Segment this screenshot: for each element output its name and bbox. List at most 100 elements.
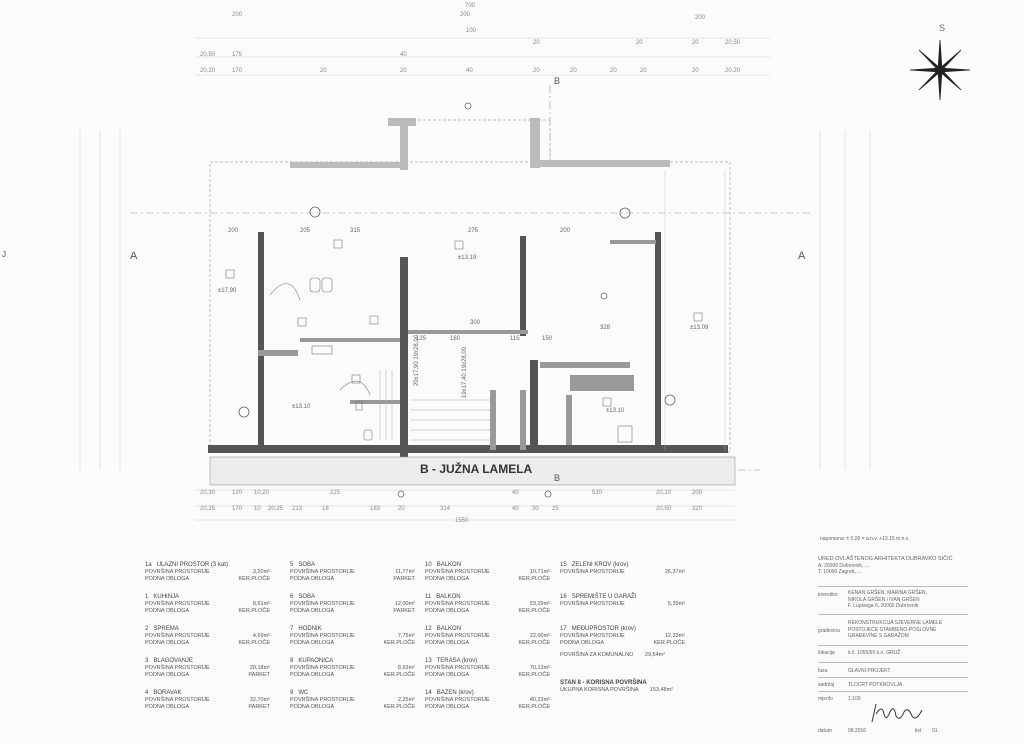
top-dim: 20 (533, 68, 540, 74)
summary-value: 153,48m² (649, 687, 674, 693)
legend-floor-label: PODNA OBLOGA (290, 576, 335, 582)
legend-num: 17 (560, 626, 567, 632)
legend-floor-value: PARKET (393, 608, 415, 614)
title-rule (818, 586, 968, 587)
legend-num: 8 (290, 658, 294, 664)
legend-room-name: ULAZNI PROSTOR (3 kat) (156, 562, 228, 568)
scale: 1:100 (848, 696, 861, 702)
title-rule (818, 645, 968, 646)
legend-area-label: POVRŠINA PROSTORIJE (290, 697, 355, 703)
top-dim: 20,50 (200, 52, 216, 58)
legend-num: 13 (425, 658, 432, 664)
legend-area-value: 32,70m² (249, 697, 270, 703)
legend-room-name: BALKON (436, 626, 462, 632)
title-rule (818, 691, 968, 692)
bottom-dim: 20,30 (200, 490, 216, 496)
legend-area-label: POVRŠINA PROSTORIJE (145, 569, 210, 575)
legend-room-name: SOBA (298, 562, 316, 568)
north-arrow-icon: S (909, 23, 971, 100)
stair-dim: 19x17,40 19x28,00 (462, 346, 468, 398)
top-dim: 20 (636, 40, 643, 46)
legend-room-name: SPREMIŠTE U GARAŽI (571, 594, 637, 600)
legend-area-label: POVRŠINA PROSTORIJE (425, 633, 490, 639)
legend-room-name: ZELENI KROV (krov) (571, 562, 629, 568)
bottom-dim: 20,25 (268, 506, 284, 512)
top-dim: 20 (640, 68, 647, 74)
top-dim: 20 (692, 40, 699, 46)
title-rule (818, 662, 968, 663)
room-dim: 205 (300, 228, 311, 234)
legend-floor-value: KER.PLOČE (518, 576, 550, 582)
legend-area-label: POVRŠINA PROSTORIJE (290, 601, 355, 607)
location-label: lokacija (818, 650, 835, 656)
axis-b-bottom: B (554, 473, 561, 483)
bottom-dim: 320 (692, 506, 703, 512)
legend-floor-label: PODNA OBLOGA (145, 704, 190, 710)
title-rule (818, 614, 968, 615)
legend-area-value: 26,37m² (664, 569, 685, 575)
comm-area-value: 29,54m² (644, 652, 666, 658)
bottom-dim: 25 (552, 506, 559, 512)
legend-area-value: 53,29m² (529, 601, 550, 607)
legend-area-label: POVRŠINA PROSTORIJE (560, 569, 625, 575)
legend-area-label: POVRŠINA PROSTORIJE (145, 697, 210, 703)
bottom-dim: 20 (398, 506, 405, 512)
room-dim: 150 (542, 336, 553, 342)
legend-floor-value: KER.PLOČE (518, 704, 550, 710)
sheet: 01 (932, 728, 938, 734)
legend-area-label: POVRŠINA PROSTORIJE (145, 665, 210, 671)
legend-area-value: 2,25m² (397, 697, 415, 703)
legend-floor-value: KER.PLOČE (383, 640, 415, 646)
top-dim: 20,20 (725, 68, 741, 74)
bottom-dim: 120 (232, 490, 243, 496)
building-label: građevina (818, 628, 840, 634)
top-dim: 20 (692, 68, 699, 74)
scale-label: mjerilo (818, 696, 833, 702)
legend-floor-label: PODNA OBLOGA (560, 640, 605, 646)
axis-side-left: J (2, 250, 6, 259)
bottom-dim: 18 (322, 506, 329, 512)
north-label: S (939, 23, 945, 33)
legend-num: 12 (425, 626, 432, 632)
room-dim: 328 (600, 325, 611, 331)
legend-num: 1 (145, 594, 149, 600)
top-dim: 20 (400, 68, 407, 74)
top-dim: 20 (533, 40, 540, 46)
level-mark: ±13.09 (690, 325, 709, 331)
bottom-dim: 20,10 (656, 490, 672, 496)
date: 09.2016 (848, 728, 867, 734)
bottom-dim: 213 (292, 506, 303, 512)
legend-room-name: SOBA (298, 594, 316, 600)
legend-area-value: 12,00m² (394, 601, 415, 607)
investor: KENAN GRŠEN, MARINA GRŠEN, NIKOLA GRŠEN … (848, 590, 927, 609)
phase: GLAVNI PROJEKT (848, 668, 891, 674)
bottom-dim: 20,25 (200, 506, 216, 512)
legend-floor-value: KER.PLOČE (653, 640, 685, 646)
legend-room-name: BAZEN (krov) (436, 690, 474, 696)
sheet-label: list (915, 728, 922, 734)
legend-area-value: 10,71m² (529, 569, 550, 575)
bottom-dim: 225 (330, 490, 341, 496)
legend-room-name: BALKON (436, 594, 461, 600)
legend-floor-value: KER.PLOČE (383, 672, 415, 678)
legend-area-label: POVRŠINA PROSTORIJE (145, 601, 210, 607)
legend-floor-value: KER.PLOČE (518, 608, 550, 614)
legend-item: 13 TERASA (krov)POVRŠINA PROSTORIJE 70,1… (425, 658, 550, 679)
bottom-dim: 40 (512, 490, 519, 496)
top-dim: 200 (460, 12, 471, 18)
legend-floor-label: PODNA OBLOGA (145, 672, 190, 678)
axis-a-left: A (130, 250, 138, 262)
date-label: datum (818, 728, 832, 734)
summary: STAN 8 - KORISNA POVRŠINA UKUPNA KORISNA… (560, 680, 673, 694)
legend-floor-value: KER.PLOČE (238, 608, 270, 614)
room-dim: 200 (228, 228, 239, 234)
legend-floor-label: PODNA OBLOGA (145, 640, 190, 646)
legend-area-label: POVRŠINA PROSTORIJE (425, 665, 490, 671)
legend-num: 16 (560, 594, 567, 600)
legend-area-label: POVRŠINA PROSTORIJE (290, 633, 355, 639)
